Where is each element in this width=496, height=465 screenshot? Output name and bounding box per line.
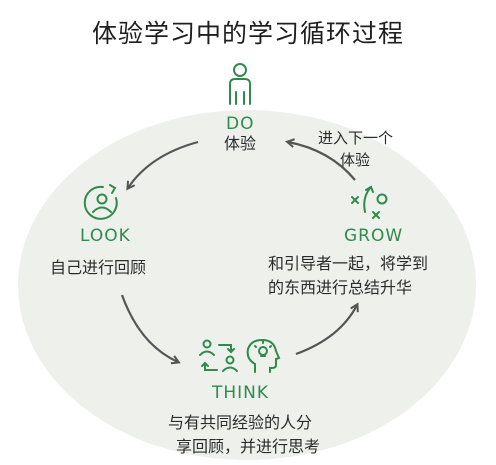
strategy-icon [351,185,388,219]
think-description-line1: 与有共同经验的人分 [168,413,313,432]
diagram-title: 体验学习中的学习循环过程 [91,19,404,48]
arrow-look-to-think [120,294,178,362]
think-description-line2: 享回顾，并进行思考 [176,437,321,456]
people-exchange-icon [199,339,238,372]
arrow-do-to-look [128,140,199,188]
person-icon [229,63,251,105]
do-label: DO [226,114,255,134]
cycle-background [18,110,476,460]
grow-description-line2: 的东西进行总结升华 [268,278,413,297]
think-label: THINK [212,383,270,403]
look-description: 自己进行回顾 [50,258,147,277]
next-experience-line2: 体验 [340,151,371,169]
arrow-grow-to-do [288,142,356,181]
do-description: 体验 [224,134,257,153]
reflection-icon [83,184,118,220]
grow-description-line1: 和引导者一起，将学到 [268,254,429,273]
next-experience-line1: 进入下一个 [318,129,394,147]
arrow-think-to-grow [295,305,357,356]
grow-label: GROW [344,226,404,246]
head-lightbulb-icon [246,338,281,373]
look-label: LOOK [80,226,131,246]
